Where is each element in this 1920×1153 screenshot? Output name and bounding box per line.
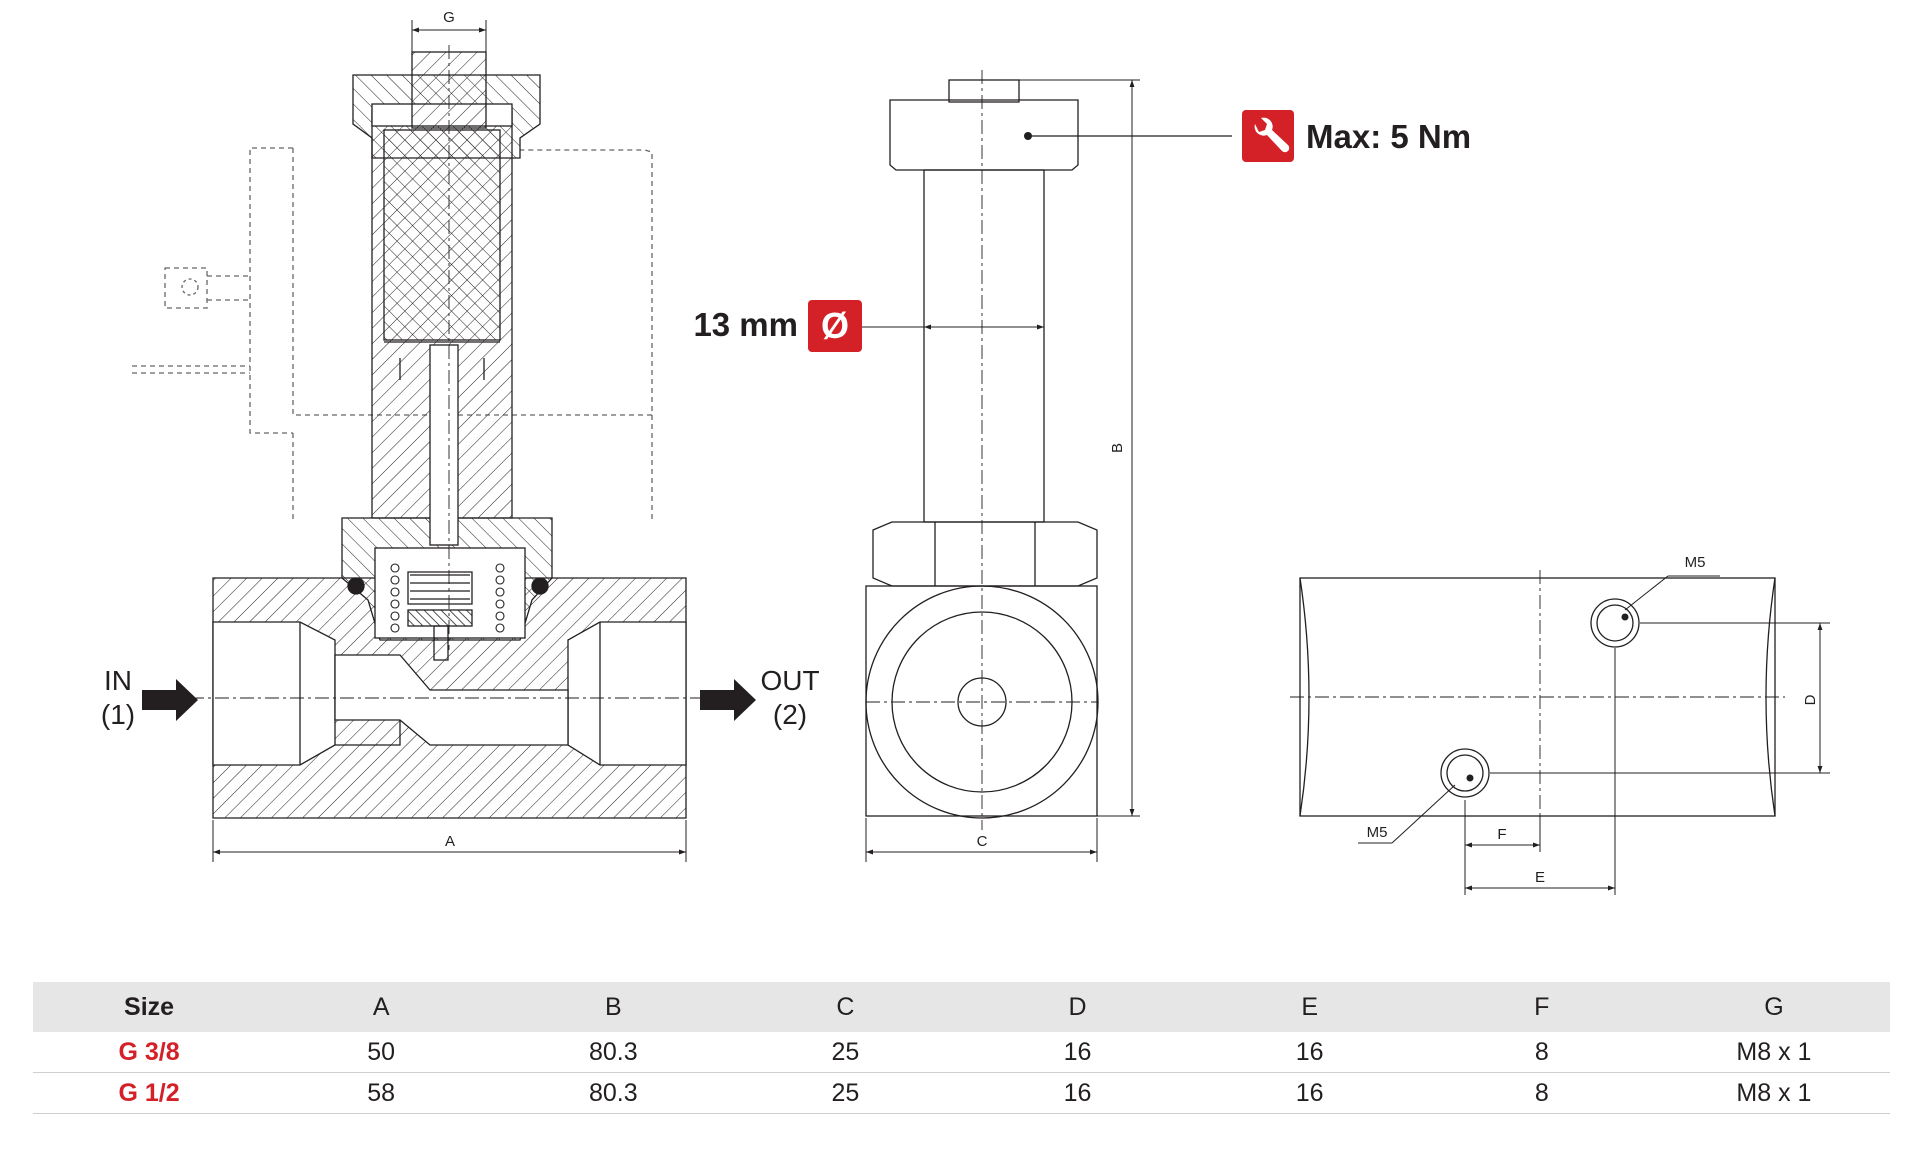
dimension-f-label: F [1497, 826, 1506, 843]
out-label: OUT [760, 665, 819, 696]
bottom-view [1290, 570, 1785, 830]
header-d: D [961, 982, 1194, 1032]
cell-e: 16 [1193, 1072, 1426, 1114]
cell-g: M8 x 1 [1657, 1032, 1890, 1073]
cell-d: 16 [961, 1032, 1194, 1073]
cell-b: 80.3 [497, 1072, 730, 1114]
diameter-callout: 13 mm [693, 306, 798, 343]
cell-c: 25 [729, 1032, 962, 1073]
cell-e: 16 [1193, 1032, 1426, 1073]
cell-a: 50 [265, 1032, 498, 1073]
table-row: G 1/2 58 80.3 25 16 16 8 M8 x 1 [33, 1072, 1890, 1114]
header-g: G [1657, 982, 1890, 1032]
dimension-a [212, 820, 687, 862]
header-size: Size [33, 982, 266, 1032]
cell-size: G 1/2 [33, 1072, 266, 1114]
arrow-right-icon [700, 679, 756, 721]
cell-b: 80.3 [497, 1032, 730, 1073]
cell-g: M8 x 1 [1657, 1072, 1890, 1114]
table-row: G 3/8 50 80.3 25 16 16 8 M8 x 1 [33, 1032, 1890, 1073]
in-label: IN [104, 665, 132, 696]
cell-a: 58 [265, 1072, 498, 1114]
table-header-row: Size A B C D E F G [33, 982, 1890, 1032]
dimension-d-label: D [1802, 694, 1819, 705]
wrench-icon [1242, 110, 1294, 162]
dimension-b-label: B [1109, 443, 1126, 453]
header-f: F [1425, 982, 1658, 1032]
cell-f: 8 [1425, 1072, 1658, 1114]
in-port-label: (1) [101, 699, 135, 730]
header-e: E [1193, 982, 1426, 1032]
cell-f: 8 [1425, 1032, 1658, 1073]
dimension-g [411, 20, 487, 52]
arrow-right-icon [142, 679, 198, 721]
dimension-a-label: A [445, 833, 455, 850]
dimension-e-label: E [1535, 869, 1545, 886]
dimension-c-label: C [977, 833, 988, 850]
section-view [132, 45, 710, 819]
dimension-g-label: G [443, 9, 455, 26]
header-a: A [265, 982, 498, 1032]
bottom-view-dimensions [1358, 575, 1830, 895]
out-port-label: (2) [773, 699, 807, 730]
cell-d: 16 [961, 1072, 1194, 1114]
torque-callout: Max: 5 Nm [1306, 118, 1471, 155]
dimensions-table: Size A B C D E F G G 3/8 50 80.3 25 16 1… [33, 982, 1890, 1114]
dimension-b [1019, 79, 1140, 817]
header-b: B [497, 982, 730, 1032]
m5-top-label: M5 [1685, 554, 1706, 571]
m5-bottom-label: M5 [1367, 824, 1388, 841]
diameter-icon: Ø [808, 300, 862, 352]
header-c: C [729, 982, 962, 1032]
cell-size: G 3/8 [33, 1032, 266, 1073]
diameter-symbol: Ø [821, 305, 849, 346]
cell-c: 25 [729, 1072, 962, 1114]
dimension-c [865, 818, 1098, 862]
technical-drawing: G A IN (1) OUT (2) B [101, 9, 1830, 895]
side-view [865, 70, 1099, 830]
